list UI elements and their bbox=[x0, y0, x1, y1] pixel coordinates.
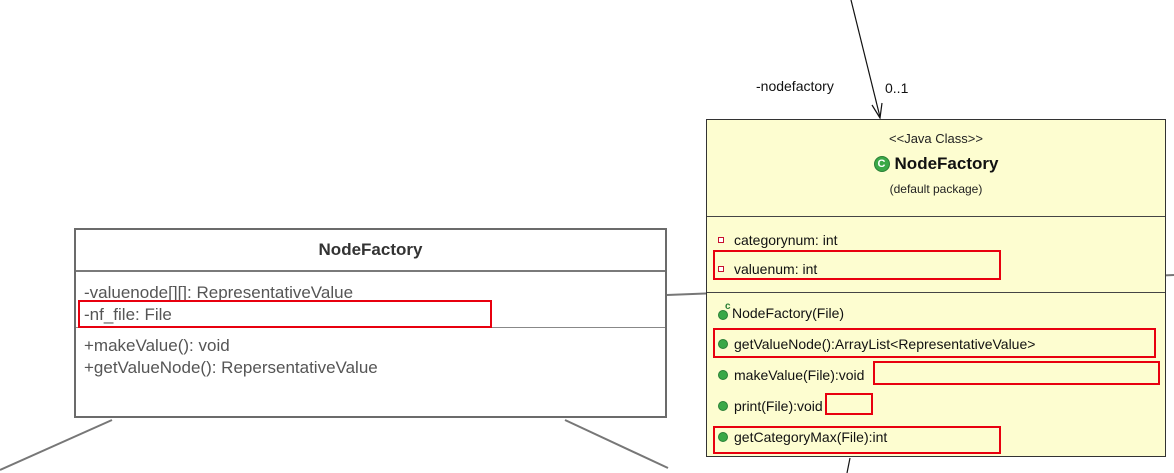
attribute-valuenum: valuenum: int bbox=[707, 254, 1165, 283]
left-attribute-valuenode: -valuenode[][]: RepresentativeValue bbox=[84, 283, 354, 302]
private-field-icon bbox=[718, 236, 724, 243]
right-class-title: C NodeFactory bbox=[707, 153, 1165, 175]
association-line bbox=[850, 0, 881, 118]
constructor-icon-letter: c bbox=[725, 300, 731, 312]
right-operations: c NodeFactory(File) getValueNode():Array… bbox=[707, 293, 1165, 452]
left-connector-bottom-right bbox=[564, 419, 669, 469]
left-attribute-nf-file: -nf_file: File bbox=[84, 305, 172, 324]
left-operation-makevalue: +makeValue(): void bbox=[84, 336, 230, 355]
package-label: (default package) bbox=[889, 182, 983, 196]
highlight-getcategorymax bbox=[713, 426, 1001, 454]
constructor-icon: c bbox=[718, 301, 731, 320]
right-class-name: NodeFactory bbox=[894, 154, 999, 173]
operation-getvaluenode: getValueNode():ArrayList<RepresentativeV… bbox=[707, 328, 1165, 359]
left-connector-bottom-left bbox=[0, 419, 113, 471]
public-method-icon bbox=[718, 369, 728, 380]
public-method-icon bbox=[718, 400, 728, 411]
highlight-getvaluenode bbox=[713, 328, 1156, 358]
attribute-categorynum: categorynum: int bbox=[707, 225, 1165, 254]
stereotype-label: <<Java Class>> bbox=[889, 131, 983, 146]
operation-getcategorymax: getCategoryMax(File):int bbox=[707, 421, 1165, 452]
association-arrowhead bbox=[871, 102, 883, 120]
operation-label: makeValue(File):void bbox=[734, 366, 865, 383]
operation-label: NodeFactory(File) bbox=[732, 304, 845, 321]
left-operations: +makeValue(): void +getValueNode(): Repe… bbox=[76, 328, 665, 379]
association-role: -nodefactory bbox=[756, 78, 834, 94]
private-field-icon bbox=[718, 265, 724, 272]
right-class-header: <<Java Class>> C NodeFactory (default pa… bbox=[707, 120, 1165, 217]
left-class-name: NodeFactory bbox=[76, 230, 665, 272]
operation-constructor: c NodeFactory(File) bbox=[707, 297, 1165, 328]
public-method-icon bbox=[718, 338, 728, 349]
operation-label: print(File):void bbox=[734, 397, 823, 414]
operation-label: getCategoryMax(File):int bbox=[734, 428, 888, 445]
attribute-label: valuenum: int bbox=[734, 260, 818, 277]
operation-print: print(File):void bbox=[707, 390, 1165, 421]
right-attributes: categorynum: int valuenum: int bbox=[707, 217, 1165, 293]
highlight-nf-file bbox=[78, 300, 492, 328]
public-method-icon bbox=[718, 431, 728, 442]
highlight-makevalue-return bbox=[873, 361, 1160, 385]
highlight-print-return bbox=[825, 393, 873, 415]
right-class-box[interactable]: <<Java Class>> C NodeFactory (default pa… bbox=[706, 119, 1166, 457]
association-multiplicity: 0..1 bbox=[885, 80, 909, 96]
operation-makevalue: makeValue(File):void bbox=[707, 359, 1165, 390]
operation-label: getValueNode():ArrayList<RepresentativeV… bbox=[734, 335, 1036, 352]
class-icon: C bbox=[873, 156, 890, 172]
highlight-valuenum bbox=[713, 250, 1001, 280]
right-connector-bottom bbox=[846, 457, 851, 473]
left-operation-getvaluenode: +getValueNode(): RepersentativeValue bbox=[84, 358, 378, 377]
attribute-label: categorynum: int bbox=[734, 231, 838, 248]
